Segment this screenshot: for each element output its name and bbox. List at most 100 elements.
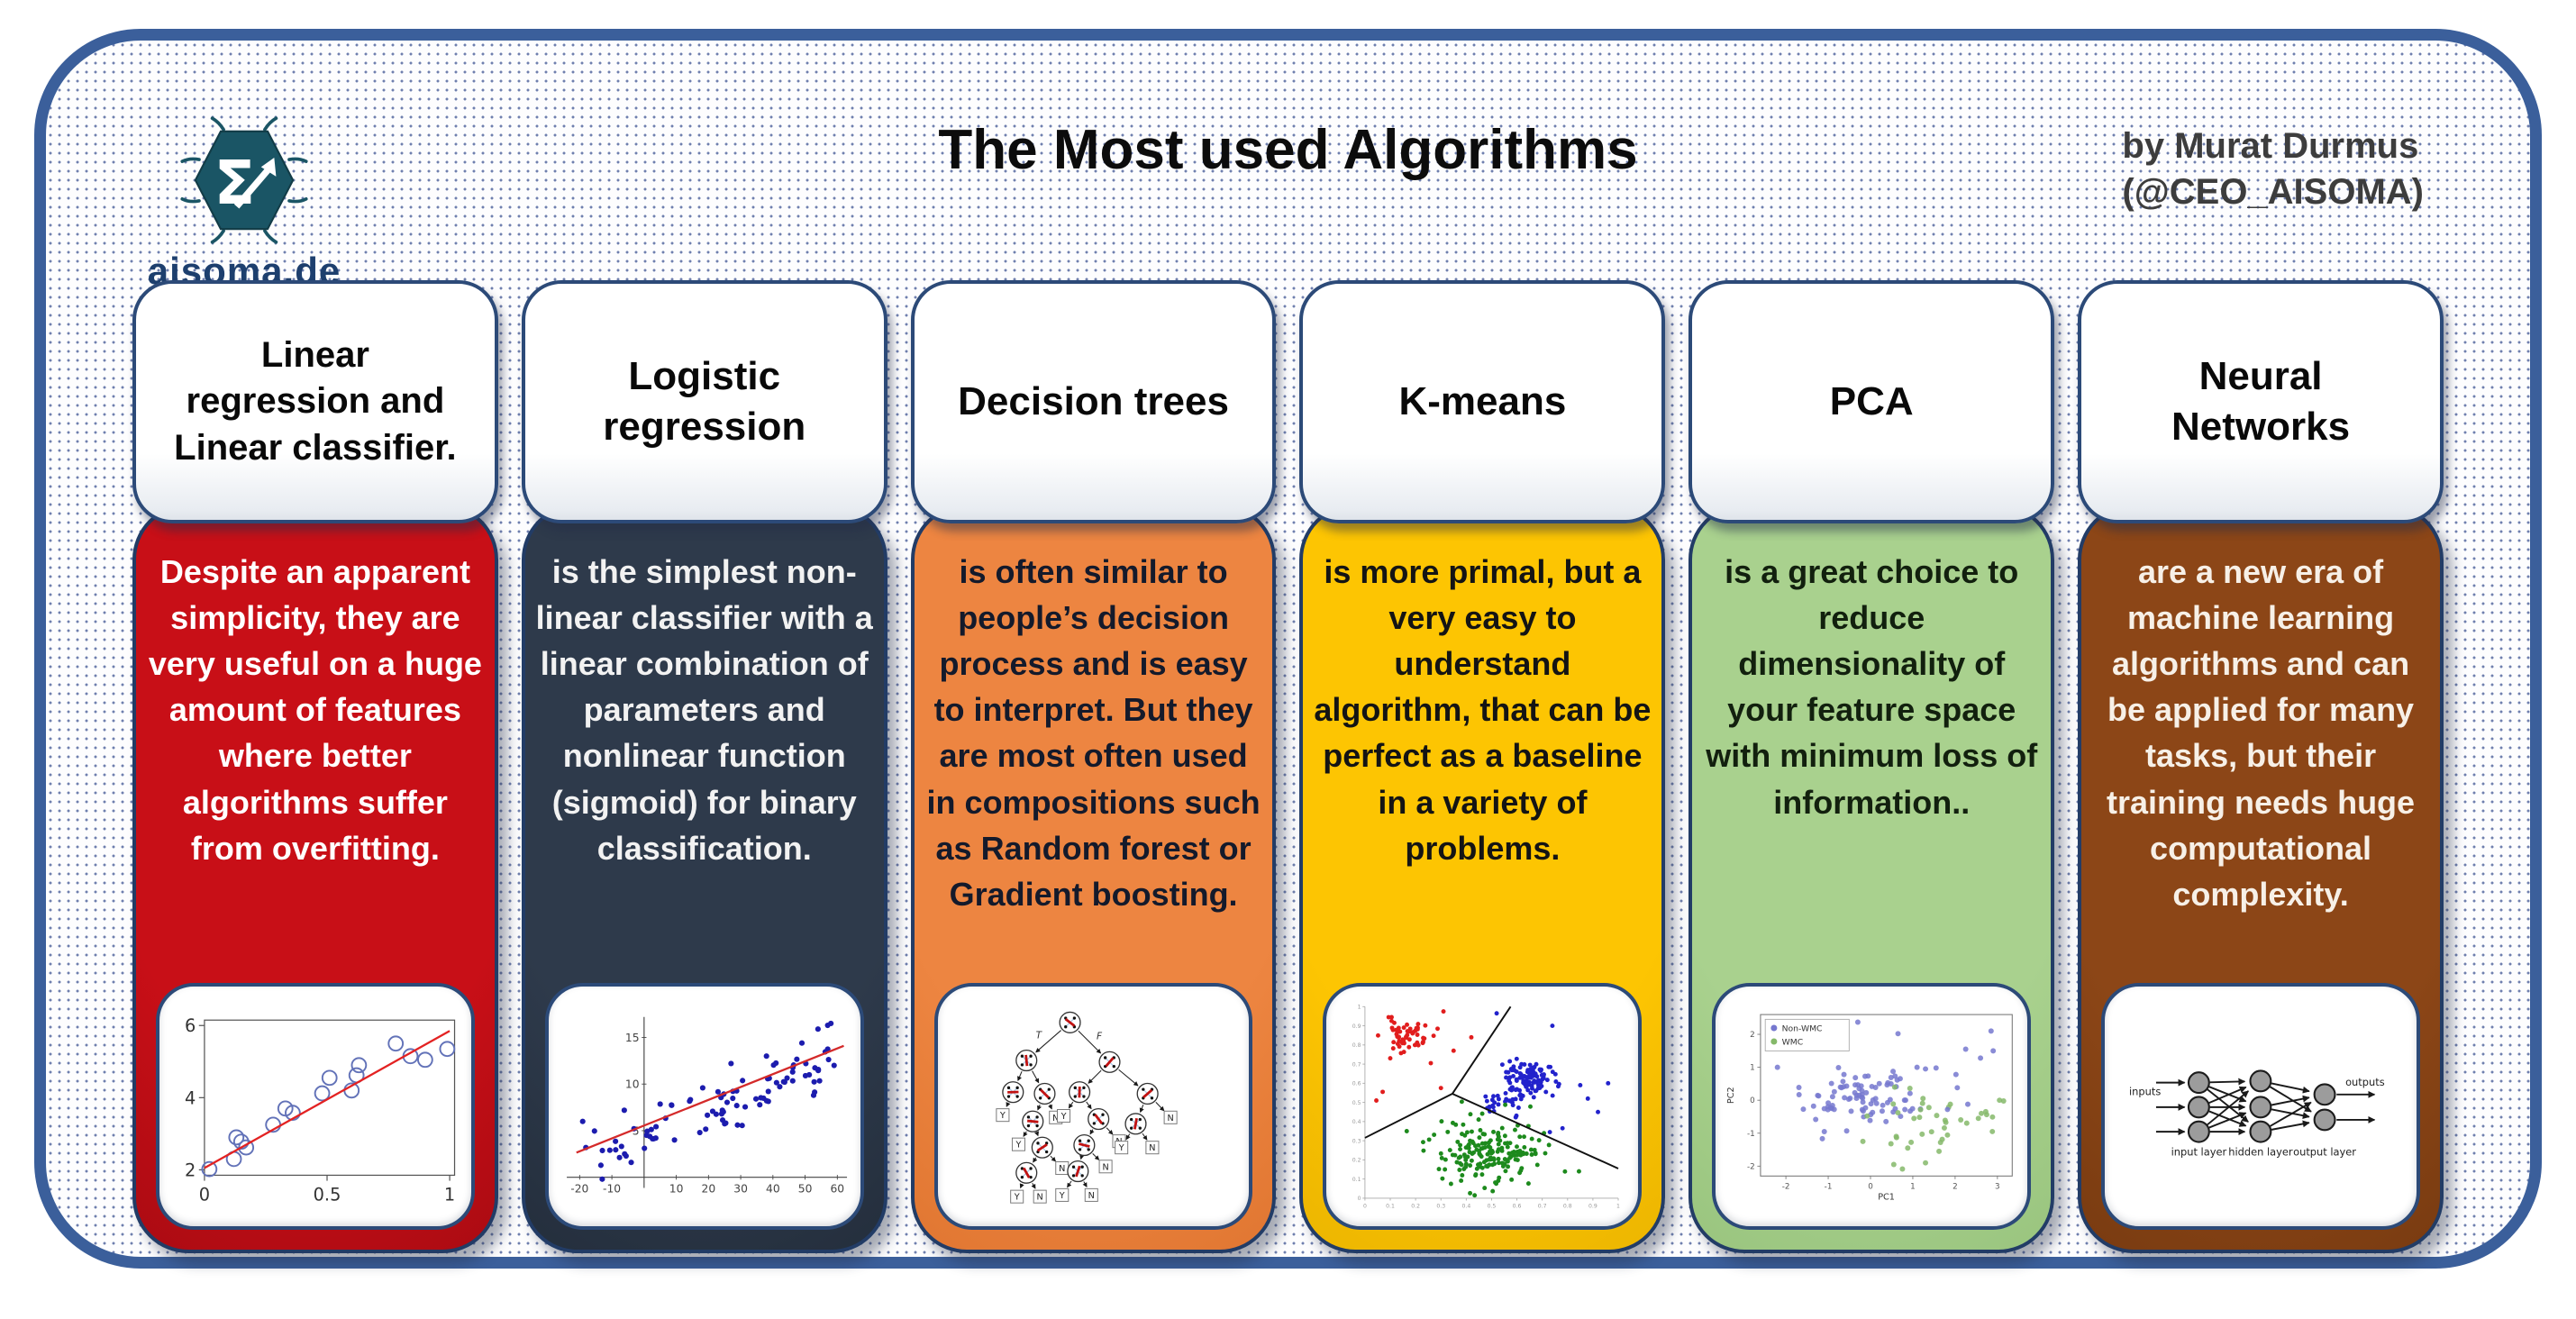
svg-text:Y: Y: [1117, 1143, 1124, 1153]
svg-text:0.9: 0.9: [1352, 1023, 1361, 1030]
byline-handle: (@CEO_AISOMA): [2122, 172, 2424, 213]
svg-text:15: 15: [625, 1032, 640, 1044]
svg-text:0: 0: [1363, 1203, 1367, 1209]
svg-text:WMC: WMC: [1782, 1037, 1804, 1047]
svg-text:10: 10: [625, 1078, 640, 1091]
column-logistic-regression: is the simplest non-linear classifier wi…: [521, 280, 887, 1253]
svg-text:0: 0: [1751, 1096, 1756, 1105]
pca-title: PCA: [1829, 378, 1914, 423]
svg-text:0.7: 0.7: [1352, 1061, 1361, 1068]
column-decision-trees: is often similar to people’s decision pr…: [910, 280, 1277, 1253]
neural-networks-title: Neural Networks: [2171, 353, 2351, 449]
svg-text:0.2: 0.2: [1412, 1203, 1421, 1209]
page-title: The Most used Algorithms: [938, 119, 1638, 181]
svg-text:1: 1: [1751, 1064, 1756, 1073]
svg-text:inputs: inputs: [2129, 1086, 2161, 1098]
svg-text:-1: -1: [1747, 1130, 1755, 1139]
svg-text:0.4: 0.4: [1352, 1119, 1361, 1125]
author-byline: by Murat Durmus (@CEO_AISOMA): [2122, 123, 2424, 215]
decision-trees-description: is often similar to people’s decision pr…: [926, 553, 1261, 913]
svg-text:0.8: 0.8: [1563, 1203, 1572, 1209]
svg-text:0: 0: [1358, 1196, 1361, 1202]
svg-text:-2: -2: [1747, 1162, 1755, 1171]
svg-text:0.6: 0.6: [1513, 1203, 1522, 1209]
kmeans-chart: 000.10.10.20.20.30.30.40.40.50.50.60.60.…: [1352, 1005, 1621, 1210]
svg-text:5: 5: [633, 1124, 640, 1137]
svg-text:0.3: 0.3: [1437, 1203, 1446, 1209]
svg-text:0.7: 0.7: [1538, 1203, 1547, 1209]
svg-text:0.1: 0.1: [1352, 1177, 1361, 1183]
svg-text:30: 30: [733, 1182, 748, 1195]
linear-regression-header-card: Linear regression and Linear classifier.: [132, 280, 498, 523]
neural-networks-description: are a new era of machine learning algori…: [2107, 553, 2416, 913]
logistic-regression-title: Logistic regression: [603, 353, 806, 449]
svg-text:0.5: 0.5: [1352, 1100, 1361, 1106]
svg-text:Y: Y: [1058, 1191, 1064, 1201]
aisoma-logo: Σ aisoma.de: [136, 113, 352, 293]
logistic-regression-header-card: Logistic regression: [521, 280, 887, 523]
svg-text:N: N: [1059, 1164, 1065, 1174]
svg-text:2: 2: [1751, 1031, 1756, 1040]
column-neural-networks: are a new era of machine learning algori…: [2078, 280, 2444, 1253]
svg-text:1: 1: [1617, 1203, 1621, 1209]
svg-text:Y: Y: [1060, 1112, 1066, 1122]
svg-text:0.5: 0.5: [1488, 1203, 1497, 1209]
neural-networks-header-card: Neural Networks: [2078, 280, 2444, 523]
svg-text:40: 40: [766, 1182, 780, 1195]
logistic-regression-description: is the simplest non-linear classifier wi…: [535, 553, 873, 867]
svg-text:T: T: [1035, 1030, 1042, 1041]
svg-text:-1: -1: [1825, 1182, 1833, 1191]
svg-text:1: 1: [444, 1185, 455, 1205]
svg-text:N: N: [1052, 1114, 1059, 1123]
linear-regression-description: Despite an apparent simplicity, they are…: [148, 553, 482, 867]
svg-text:N: N: [1167, 1114, 1173, 1123]
decision-trees-figure-card: TFYNYNYNYNNYNNYN: [933, 983, 1253, 1230]
svg-text:6: 6: [185, 1015, 196, 1036]
svg-text:0: 0: [199, 1185, 210, 1205]
svg-text:50: 50: [798, 1182, 813, 1195]
svg-text:PC1: PC1: [1879, 1193, 1896, 1203]
svg-text:output layer: output layer: [2293, 1145, 2356, 1158]
svg-text:0.5: 0.5: [314, 1185, 341, 1205]
algorithm-columns: Despite an apparent simplicity, they are…: [132, 280, 2444, 1253]
svg-text:-2: -2: [1782, 1182, 1790, 1191]
pca-header-card: PCA: [1689, 280, 2055, 523]
svg-text:-10: -10: [603, 1182, 621, 1195]
svg-text:Y: Y: [1013, 1193, 1019, 1203]
svg-text:20: 20: [701, 1182, 715, 1195]
svg-text:hidden layer: hidden layer: [2228, 1145, 2293, 1158]
svg-text:0.1: 0.1: [1387, 1203, 1396, 1209]
svg-text:PC2: PC2: [1726, 1087, 1736, 1104]
svg-text:4: 4: [185, 1087, 196, 1108]
svg-text:F: F: [1097, 1031, 1103, 1042]
kmeans-title: K-means: [1398, 378, 1567, 423]
svg-text:Y: Y: [1015, 1141, 1021, 1151]
svg-text:input layer: input layer: [2171, 1145, 2227, 1158]
svg-text:N: N: [1102, 1162, 1108, 1172]
svg-text:N: N: [1149, 1143, 1155, 1153]
decision-tree-chart: TFYNYNYNYNNYNNYN: [996, 1011, 1178, 1204]
svg-text:0.2: 0.2: [1352, 1158, 1361, 1164]
column-linear-regression: Despite an apparent simplicity, they are…: [132, 280, 498, 1253]
svg-text:0.6: 0.6: [1352, 1081, 1361, 1087]
svg-text:N: N: [1036, 1193, 1042, 1203]
svg-text:0.9: 0.9: [1589, 1203, 1598, 1209]
svg-text:2: 2: [1952, 1182, 1958, 1191]
svg-text:0: 0: [1869, 1182, 1874, 1191]
svg-text:10: 10: [669, 1182, 684, 1195]
svg-text:1: 1: [1910, 1182, 1916, 1191]
aisoma-logo-icon: Σ: [180, 116, 308, 244]
svg-text:-20: -20: [570, 1182, 588, 1195]
linear-regression-title: Linear regression and Linear classifier.: [174, 335, 457, 468]
byline-author: by Murat Durmus: [2122, 126, 2419, 166]
pca-description: is a great choice to reduce dimensionali…: [1706, 553, 2038, 821]
decision-trees-header-card: Decision trees: [910, 280, 1277, 523]
